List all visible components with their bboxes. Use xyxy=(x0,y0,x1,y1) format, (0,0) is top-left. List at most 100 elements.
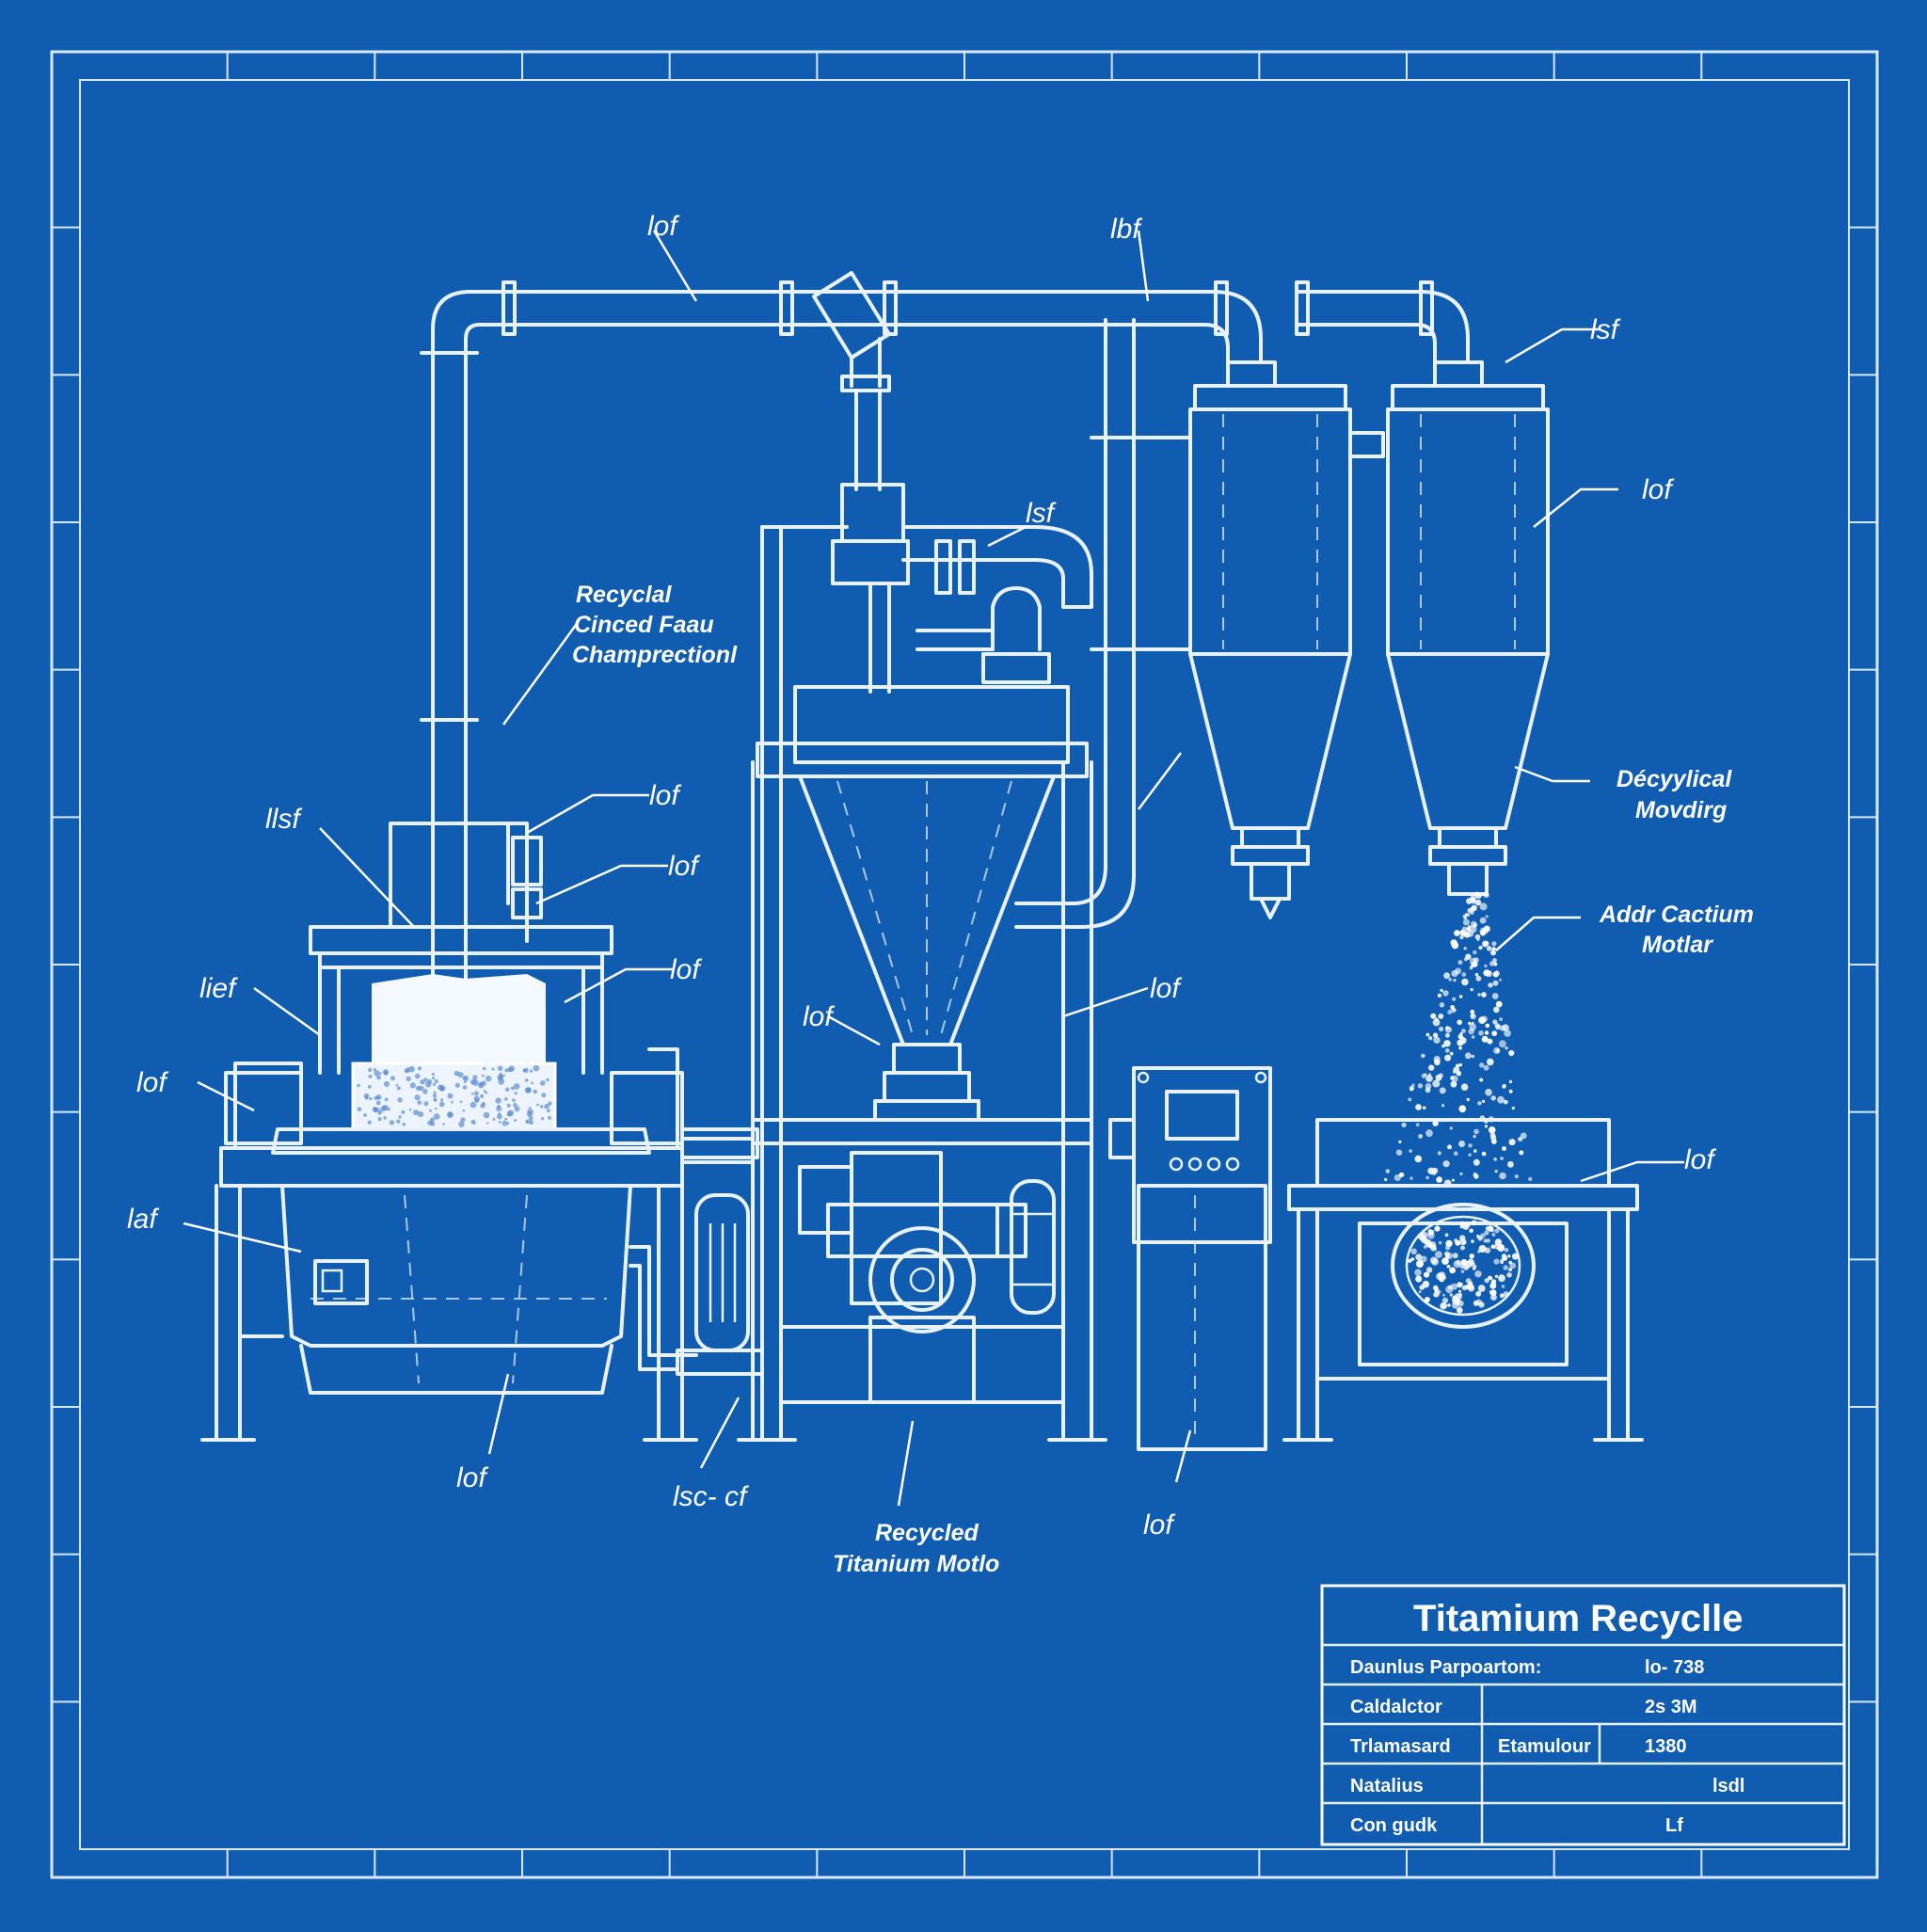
particle xyxy=(1481,1035,1489,1043)
pebble xyxy=(539,1105,544,1109)
powder-grain xyxy=(1425,1267,1433,1273)
particle xyxy=(1502,1146,1506,1151)
particle xyxy=(1445,1026,1450,1030)
particle xyxy=(1418,1134,1423,1139)
pebble xyxy=(504,1097,508,1101)
powder-grain xyxy=(1494,1238,1503,1246)
powder-grain xyxy=(1475,1290,1482,1297)
pebble xyxy=(454,1082,460,1088)
crushed-material-texture xyxy=(357,1064,552,1127)
particle xyxy=(1474,972,1479,977)
pebble xyxy=(414,1073,421,1079)
pebble xyxy=(433,1097,438,1102)
pebble xyxy=(529,1106,532,1110)
particle xyxy=(1483,925,1490,933)
particle xyxy=(1485,1088,1492,1096)
callout-crushed-feed-3: Champrectionl xyxy=(572,642,738,668)
pebble xyxy=(442,1123,445,1126)
powder-grain xyxy=(1423,1245,1427,1249)
particle xyxy=(1468,1028,1474,1035)
particle xyxy=(1440,988,1443,993)
powder-grain xyxy=(1410,1248,1417,1255)
pebble xyxy=(464,1080,467,1084)
powder-grain xyxy=(1489,1289,1497,1297)
pebble xyxy=(533,1064,540,1072)
powder-grain xyxy=(1436,1272,1443,1281)
powder-grain xyxy=(1473,1300,1479,1306)
powder-grain xyxy=(1499,1293,1505,1299)
particle xyxy=(1469,957,1477,966)
particle xyxy=(1486,946,1492,951)
particle xyxy=(1460,1083,1469,1091)
pebble xyxy=(432,1094,438,1098)
ref-cyclone-top: lsf xyxy=(1590,314,1621,345)
pebble xyxy=(536,1103,539,1107)
pebble xyxy=(416,1085,422,1092)
pebble xyxy=(506,1122,510,1125)
particle xyxy=(1449,1051,1454,1056)
particle xyxy=(1458,1141,1466,1147)
powder-grain xyxy=(1485,1226,1490,1231)
powder-grain xyxy=(1414,1269,1422,1277)
particle xyxy=(1432,1018,1441,1027)
particle xyxy=(1457,960,1463,966)
particle xyxy=(1425,1075,1433,1082)
ref-left-e: lof xyxy=(670,954,702,985)
pebble xyxy=(497,1113,502,1120)
falling-titanium-particles xyxy=(1384,891,1533,1188)
particle xyxy=(1393,1174,1401,1182)
pebble xyxy=(541,1117,545,1121)
pebble xyxy=(409,1082,416,1089)
particle xyxy=(1441,1044,1445,1048)
particle xyxy=(1451,1178,1455,1182)
callout-recycled-titanium-1: Recycled xyxy=(875,1520,979,1546)
particle xyxy=(1476,937,1480,941)
particle xyxy=(1459,934,1464,940)
powder-grain xyxy=(1457,1307,1463,1314)
pebble xyxy=(523,1067,529,1074)
powder-grain xyxy=(1441,1275,1447,1280)
pebble xyxy=(389,1120,395,1126)
pebble xyxy=(384,1081,390,1087)
pebble xyxy=(473,1095,480,1102)
particle xyxy=(1442,990,1449,997)
title-block: Titamium Recyclle Daunlus Parpoartom: lo… xyxy=(1320,1584,1846,1846)
powder-grain xyxy=(1446,1265,1451,1269)
pebble xyxy=(447,1093,454,1099)
particle xyxy=(1385,1169,1391,1174)
powder-grain xyxy=(1500,1258,1505,1263)
pebble xyxy=(528,1120,534,1126)
particle xyxy=(1427,1073,1432,1077)
particle xyxy=(1468,1153,1472,1157)
particle xyxy=(1492,980,1499,986)
powder-grain xyxy=(1484,1230,1489,1236)
pebble xyxy=(396,1119,401,1124)
pebble xyxy=(498,1078,505,1085)
particle xyxy=(1499,1040,1506,1048)
particle xyxy=(1409,1085,1415,1091)
pebble xyxy=(408,1065,415,1073)
particle xyxy=(1395,1149,1403,1156)
particle xyxy=(1514,1174,1519,1179)
particle xyxy=(1472,898,1475,902)
particle xyxy=(1494,1022,1500,1029)
particle xyxy=(1451,969,1458,978)
pebble xyxy=(423,1101,429,1107)
leader-lines xyxy=(183,230,1684,1507)
pebble xyxy=(402,1122,406,1126)
particle xyxy=(1430,1013,1437,1019)
pebble xyxy=(541,1093,547,1098)
pebble xyxy=(473,1091,479,1096)
pebble xyxy=(438,1101,445,1108)
pebble xyxy=(544,1103,549,1110)
powder-grain xyxy=(1484,1247,1491,1253)
powder-grain xyxy=(1441,1257,1449,1265)
pebble xyxy=(506,1103,511,1108)
pebble xyxy=(427,1120,433,1126)
powder-grain xyxy=(1442,1293,1445,1297)
powder-grain xyxy=(1465,1278,1472,1284)
pebble xyxy=(431,1072,435,1076)
particle xyxy=(1425,1083,1432,1090)
particle xyxy=(1470,1014,1474,1018)
pebble xyxy=(531,1081,534,1085)
